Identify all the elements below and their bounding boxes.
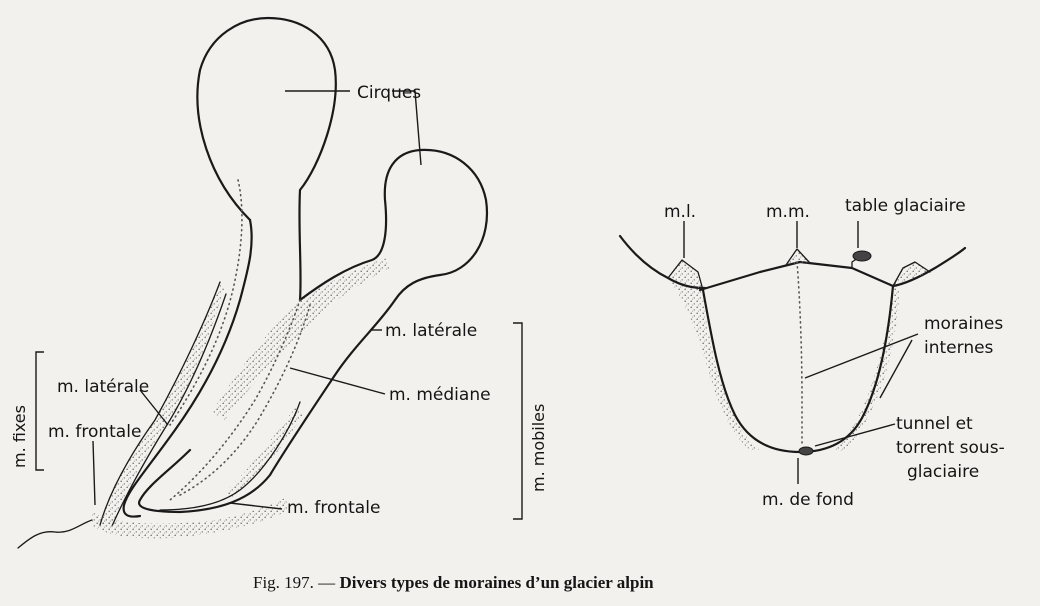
caption-prefix: Fig. 197. — (253, 573, 339, 592)
label-lateral-fixed: m. latérale (57, 377, 149, 397)
glacier-cross-section: m.l. m.m. table glaciaire moraines inter… (620, 196, 1005, 510)
label-group-fixed: m. fixes (10, 405, 29, 468)
internal-moraine-center (797, 262, 802, 445)
label-table: table glaciaire (845, 196, 966, 216)
label-internal-2: internes (924, 338, 994, 358)
label-median: m. médiane (389, 385, 491, 405)
label-tunnel-1: tunnel et (896, 414, 973, 434)
label-mm: m.m. (766, 202, 810, 222)
label-frontal-fixed: m. frontale (48, 422, 141, 442)
bracket-mobile (513, 323, 522, 519)
label-internal-1: moraines (924, 314, 1003, 334)
figure-caption: Fig. 197. — Divers types de moraines d’u… (253, 573, 654, 592)
medial-moraine-ridge (786, 249, 810, 265)
label-tunnel-2: torrent sous- (896, 438, 1005, 458)
label-frontal-mobile: m. frontale (287, 498, 380, 518)
label-ml: m.l. (664, 202, 696, 222)
subglacial-tunnel (799, 447, 813, 455)
glacier-left-cirque-outline (197, 18, 335, 300)
glacier-surface (700, 262, 893, 290)
label-cirques: Cirques (357, 83, 421, 103)
leader-frontal-fixed (93, 441, 95, 505)
label-ground-moraine: m. de fond (762, 490, 854, 510)
caption-text: Divers types de moraines d’un glacier al… (339, 573, 654, 592)
terrain-line (18, 520, 92, 548)
lateral-moraine-ridge-right (893, 262, 930, 286)
bracket-fixed (36, 352, 44, 470)
label-group-mobile: m. mobiles (529, 404, 548, 492)
leader-internal-1 (805, 334, 918, 378)
glacier-plan-diagram: Cirques m. latérale m. médiane m. latéra… (10, 18, 548, 548)
cross-section-left-stipple (668, 278, 760, 451)
label-lateral-mobile: m. latérale (385, 321, 477, 341)
label-tunnel-3: glaciaire (907, 462, 979, 482)
glacier-table-stone (853, 251, 871, 261)
